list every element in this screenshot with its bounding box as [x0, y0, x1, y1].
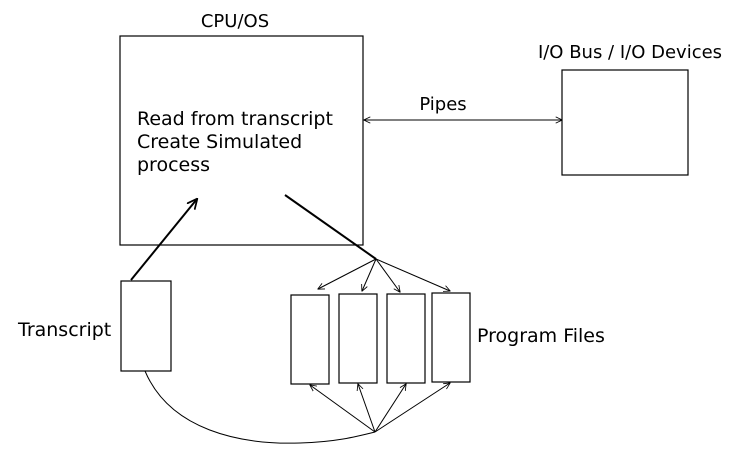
transcript-curve — [144, 370, 376, 444]
fanout-arrow-1 — [318, 258, 377, 289]
fanin-arrow-2 — [358, 384, 376, 433]
program-file-2 — [338, 293, 378, 384]
fanout-arrow-4 — [375, 258, 450, 291]
cpu-to-programs-line — [284, 194, 377, 260]
io-devices-box — [561, 69, 689, 176]
fanin-arrow-1 — [310, 385, 376, 433]
cpu-os-box — [119, 35, 364, 246]
fanin-arrow-3 — [374, 384, 406, 433]
transcript-to-cpu-arrow — [130, 199, 197, 281]
fanout-arrow-3 — [375, 258, 400, 292]
transcript-box — [120, 280, 172, 372]
program-file-3 — [386, 293, 426, 384]
program-file-1 — [290, 294, 330, 385]
cpu-title: CPU/OS — [201, 11, 269, 32]
io-title: I/O Bus / I/O Devices — [538, 42, 722, 63]
fanin-arrow-4 — [374, 383, 450, 433]
cpu-text-line-3: process — [137, 154, 210, 176]
program-file-4 — [431, 292, 471, 383]
fanout-arrow-2 — [362, 258, 377, 291]
program-files-label: Program Files — [477, 325, 605, 347]
cpu-text-line-1: Read from transcript — [137, 108, 333, 130]
transcript-label: Transcript — [17, 319, 111, 341]
pipes-label: Pipes — [419, 94, 466, 115]
cpu-text-line-2: Create Simulated — [137, 131, 302, 153]
